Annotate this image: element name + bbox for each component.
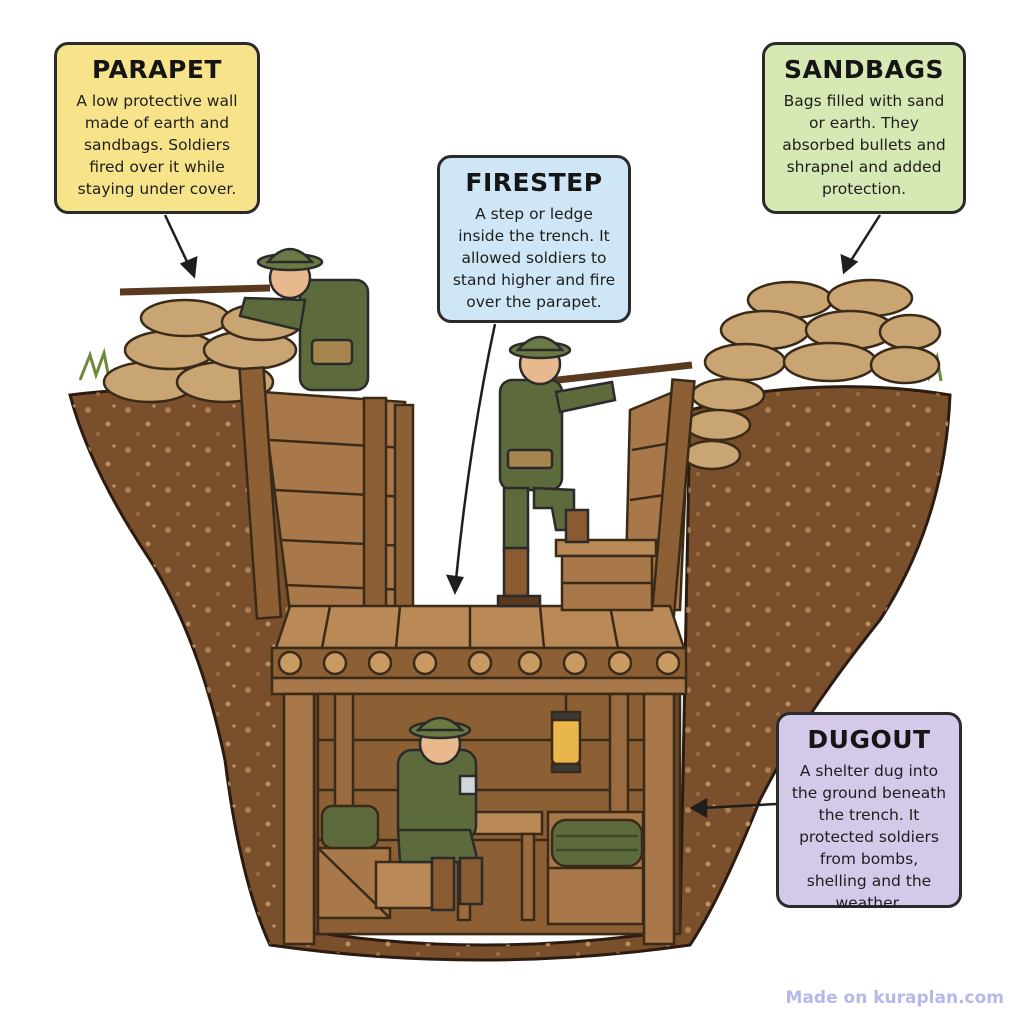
soldier-dugout xyxy=(396,716,484,912)
firestep-arrow xyxy=(454,323,497,581)
parapet-callout: PARAPET A low protective wall made of ea… xyxy=(54,42,260,214)
dugout-callout: DUGOUT A shelter dug into the ground ben… xyxy=(776,712,962,912)
left-wood-revetment xyxy=(238,366,415,620)
sandbags-title: SANDBAGS xyxy=(784,55,944,84)
soldier-parapet xyxy=(119,247,370,392)
sandbags-callout: SANDBAGS Bags filled with sand or earth.… xyxy=(762,42,966,214)
parapet-arrow xyxy=(163,214,192,269)
sandbags-description: Bags filled with sand or earth. They abs… xyxy=(782,92,946,198)
parapet-title: PARAPET xyxy=(92,55,222,84)
dugout-arrow xyxy=(701,802,777,810)
callout-arrows xyxy=(163,214,882,819)
sandbags-arrow xyxy=(848,214,882,263)
trench-floor-boards xyxy=(270,604,688,696)
right-sandbag-pile xyxy=(682,278,942,471)
firestep-title: FIRESTEP xyxy=(465,168,603,197)
soldier-firestep xyxy=(496,335,693,608)
dugout-chamber xyxy=(282,692,682,946)
dugout-description: A shelter dug into the ground beneath th… xyxy=(791,762,947,912)
parapet-description: A low protective wall made of earth and … xyxy=(76,92,238,198)
firestep-block xyxy=(554,538,658,612)
dugout-title: DUGOUT xyxy=(807,725,931,754)
firestep-description: A step or ledge inside the trench. It al… xyxy=(452,205,616,311)
watermark: Made on kuraplan.com xyxy=(785,988,1004,1008)
firestep-callout: FIRESTEP A step or ledge inside the tren… xyxy=(437,155,631,323)
